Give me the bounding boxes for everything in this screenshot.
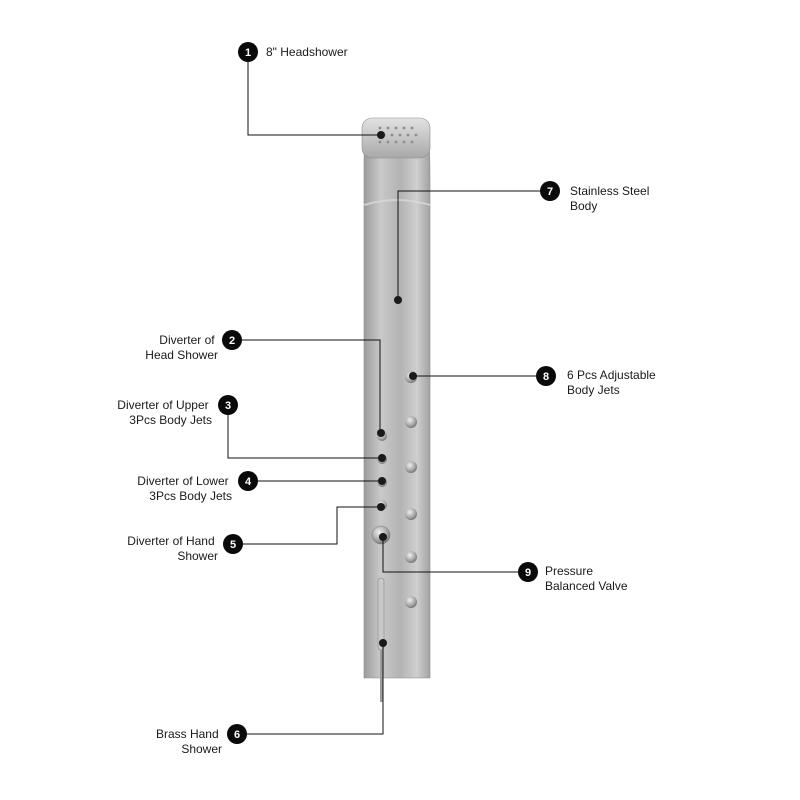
callout-badges: 1 2 3 4 5 6 7 8 9 [218,42,560,744]
badge-7: 7 [540,181,560,201]
label-1: 8" Headshower [266,45,348,59]
badge-6: 6 [227,724,247,744]
svg-text:2: 2 [229,335,235,347]
endpoint-dot-8 [409,372,417,380]
svg-text:5: 5 [230,539,236,551]
leader-line-2 [232,339,381,432]
leader-line-6 [237,643,384,735]
label-7: Stainless Steel Body [570,184,653,213]
endpoint-dot-4 [378,477,386,485]
svg-text:4: 4 [245,476,252,488]
svg-text:8: 8 [543,371,549,383]
badge-1: 1 [238,42,258,62]
badge-2: 2 [222,330,242,350]
body-jet [405,596,417,608]
body-jet [405,461,417,473]
endpoint-dot-6 [379,639,387,647]
headshower [361,117,431,159]
badge-5: 5 [223,534,243,554]
shower-panel [361,117,431,702]
badge-8: 8 [536,366,556,386]
leader-line-7 [397,190,550,300]
callout-labels: 8" Headshower Diverter of Head Shower Di… [117,45,659,756]
label-2: Diverter of Head Shower [145,333,218,362]
endpoint-dot-2 [377,429,385,437]
label-4: Diverter of Lower 3Pcs Body Jets [137,474,232,503]
svg-text:7: 7 [547,186,553,198]
leader-line-3 [227,405,382,459]
leader-lines [227,52,550,735]
badge-9: 9 [518,562,538,582]
endpoint-dot-1 [377,131,385,139]
endpoint-dot-9 [379,533,387,541]
body-jet [405,416,417,428]
body-jets [405,371,417,608]
hand-shower [377,577,385,702]
leader-line-1 [247,52,381,136]
svg-text:1: 1 [245,47,251,59]
endpoint-dot-7 [394,296,402,304]
label-6: Brass Hand Shower [156,727,222,756]
panel-body [363,127,431,679]
svg-text:3: 3 [225,400,231,412]
svg-text:6: 6 [234,729,240,741]
svg-text:9: 9 [525,567,531,579]
endpoint-dot-5 [377,503,385,511]
panel-curve-highlight [363,199,431,206]
badge-3: 3 [218,395,238,415]
endpoint-dot-3 [378,454,386,462]
label-3: Diverter of Upper 3Pcs Body Jets [117,398,212,427]
label-9: Pressure Balanced Valve [545,564,628,593]
leader-line-9 [382,537,528,573]
badge-4: 4 [238,471,258,491]
leader-line-5 [233,506,381,545]
body-jet [405,551,417,563]
body-jet [405,508,417,520]
label-5: Diverter of Hand Shower [127,534,218,563]
label-8: 6 Pcs Adjustable Body Jets [567,368,659,397]
endpoint-dots [377,131,417,647]
